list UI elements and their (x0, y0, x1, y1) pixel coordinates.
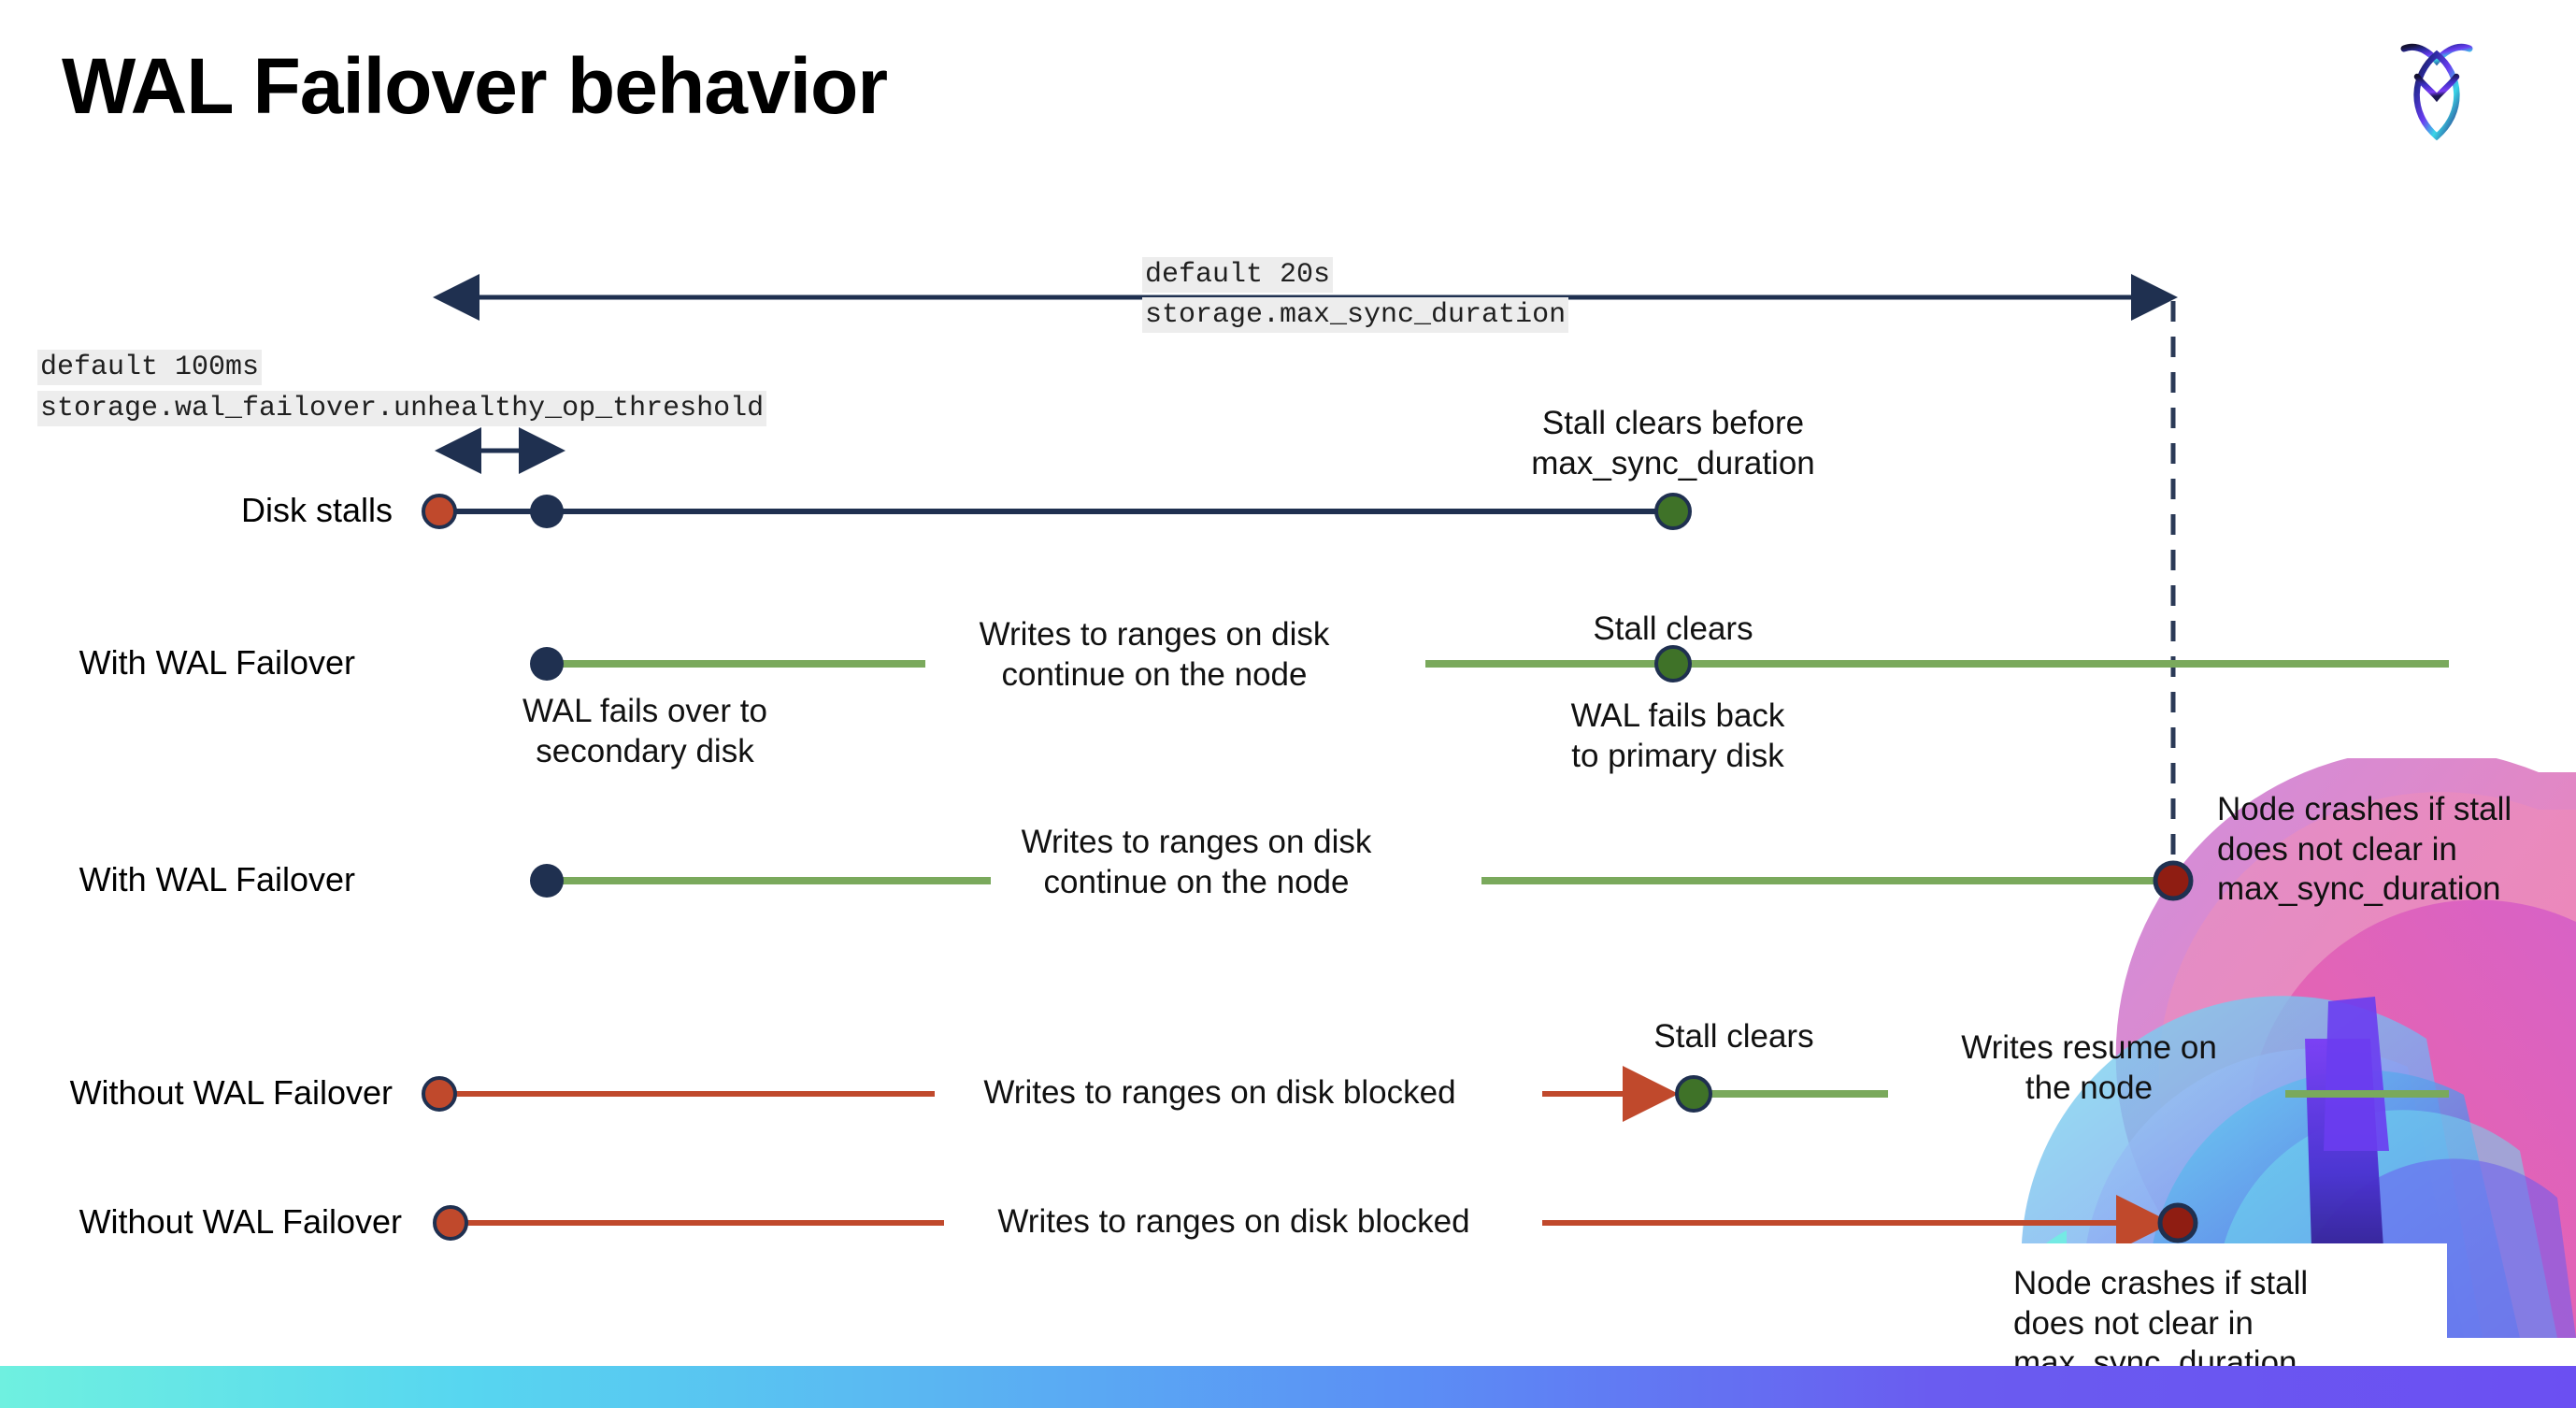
marker-failover-point (530, 864, 564, 898)
row-label-without-wal-failover-1: Without WAL Failover (69, 1073, 393, 1112)
marker-failover-point (530, 495, 564, 528)
note-stall-clears-before: Stall clears before max_sync_duration (1531, 405, 1815, 481)
row-label-with-wal-failover-1: With WAL Failover (79, 643, 355, 682)
note-wal-fails-over: WAL fails over to secondary disk (522, 693, 767, 769)
note-wal-fails-back: WAL fails back to primary disk (1570, 697, 1785, 774)
note-writes-continue-1: Writes to ranges on disk continue on the… (979, 616, 1330, 693)
note-stall-clears-2: Stall clears (1593, 611, 1753, 647)
cockroach-labs-logo (2385, 26, 2488, 148)
note-node-crashes-1: Node crashes if stall does not clear in … (2217, 791, 2512, 908)
marker-stall-start (422, 494, 457, 529)
timeline-disk-stalls (422, 493, 1692, 530)
row-label-with-wal-failover-2: With WAL Failover (79, 860, 355, 898)
note-stall-clears-3: Stall clears (1653, 1018, 1814, 1055)
marker-stall-clears (1654, 493, 1692, 530)
max-sync-setting-chip: storage.max_sync_duration (1142, 297, 1569, 334)
timeline-without-wal-failover-2 (433, 1195, 2198, 1251)
row-label-without-wal-failover-2: Without WAL Failover (79, 1202, 402, 1241)
row-label-disk-stalls: Disk stalls (240, 491, 393, 529)
marker-node-crash (2153, 860, 2194, 901)
max-sync-default-chip: default 20s (1142, 257, 1334, 294)
marker-stall-start (433, 1205, 468, 1241)
marker-node-crash (2157, 1202, 2198, 1243)
marker-stall-start (422, 1076, 457, 1112)
unhealthy-op-setting-chip: storage.wal_failover.unhealthy_op_thresh… (37, 391, 767, 427)
marker-stall-clears (1675, 1075, 1712, 1113)
note-writes-blocked-2: Writes to ranges on disk blocked (997, 1203, 1470, 1240)
unhealthy-op-default-chip: default 100ms (37, 350, 263, 386)
timeline-without-wal-failover-1 (422, 1066, 2449, 1122)
note-node-crashes-2: Node crashes if stall does not clear in … (2013, 1265, 2309, 1382)
marker-failover-point (530, 647, 564, 681)
page-title: WAL Failover behavior (62, 42, 888, 130)
timeline-with-wal-failover-2 (530, 860, 2194, 901)
timeline-with-wal-failover-1 (530, 645, 2449, 682)
marker-stall-clears (1654, 645, 1692, 682)
note-writes-blocked-1: Writes to ranges on disk blocked (983, 1074, 1456, 1111)
note-writes-resume: Writes resume on the node (1961, 1029, 2217, 1106)
note-writes-continue-2: Writes to ranges on disk continue on the… (1021, 824, 1372, 900)
bottom-gradient-bar (0, 1366, 2576, 1408)
